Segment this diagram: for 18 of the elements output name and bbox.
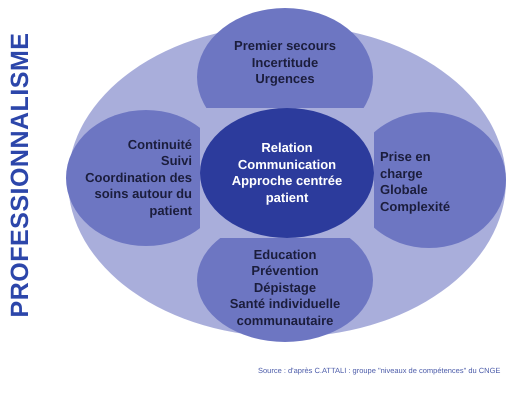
topic-text: Coordination des soins autour du patient — [84, 170, 192, 220]
vertical-title: PROFESSIONNALISME — [5, 32, 35, 320]
topic-text: Globale — [380, 182, 428, 198]
topic-text: Santé individuelle communautaire — [228, 296, 342, 330]
topic-text: Premier secours — [234, 38, 336, 55]
topic-text: Complexité — [380, 198, 450, 215]
topic-text: Education — [254, 246, 316, 264]
topic-text: Suivi — [160, 153, 192, 170]
topic-text: Incertitude — [252, 54, 318, 72]
topic-text: Urgences — [255, 71, 315, 88]
topic-text: Prise en charge — [380, 149, 432, 182]
topic-text: Continuité — [128, 136, 192, 154]
topic-text: Communication — [238, 156, 336, 173]
topic-text: Relation — [261, 140, 313, 156]
topic-circle — [200, 108, 374, 238]
topic-text: Approche centrée patient — [230, 173, 344, 206]
topic-text: Dépistage — [254, 280, 316, 296]
topic-text: Prévention — [251, 263, 319, 280]
